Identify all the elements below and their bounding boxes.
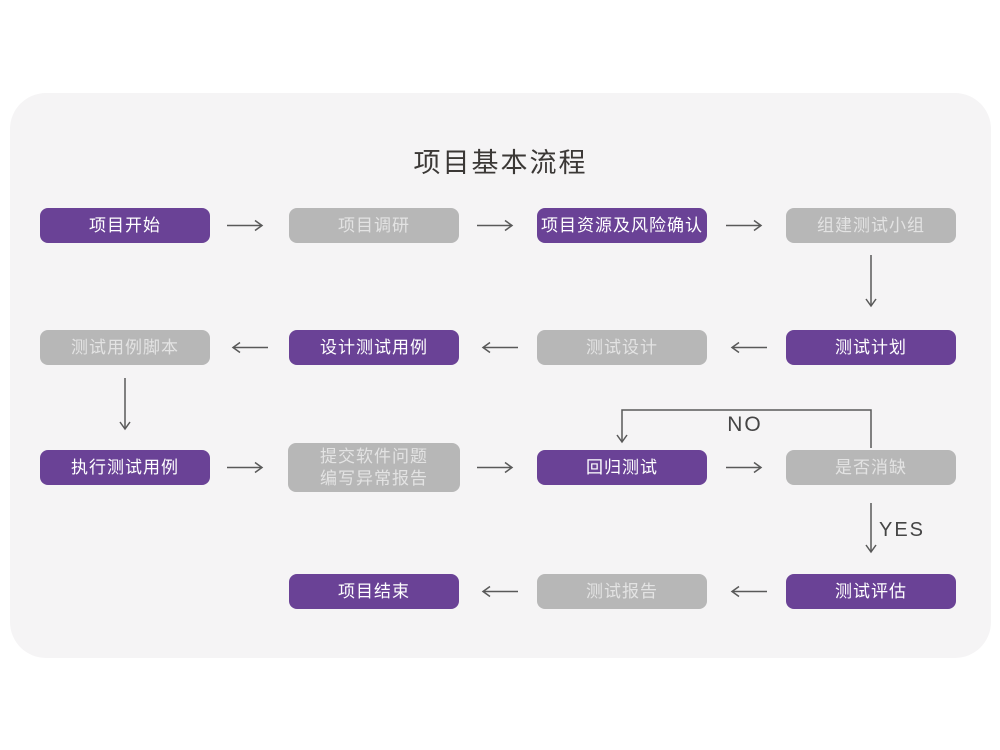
node-label: 项目开始 [89,215,161,235]
node-label: 测试报告 [586,581,658,601]
flow-node-submit-issue-report: 提交软件问题 编写异常报告 [288,443,460,492]
flow-node-resources-risk: 项目资源及风险确认 [537,208,707,243]
flow-node-project-end: 项目结束 [289,574,459,609]
node-label: 测试用例脚本 [71,337,179,357]
node-label: 设计测试用例 [320,337,428,357]
flowchart-card [10,93,991,658]
flow-node-project-research: 项目调研 [289,208,459,243]
flow-node-design-test-cases: 设计测试用例 [289,330,459,365]
flow-node-regression-test: 回归测试 [537,450,707,485]
node-label: 回归测试 [586,457,658,477]
node-label: 项目结束 [338,581,410,601]
node-label: 项目调研 [338,215,410,235]
node-label: 执行测试用例 [71,457,179,477]
flow-node-test-evaluation: 测试评估 [786,574,956,609]
node-label: 测试评估 [835,581,907,601]
flow-node-project-start: 项目开始 [40,208,210,243]
node-label: 组建测试小组 [817,215,925,235]
edge-label-no: NO [727,413,763,436]
node-label: 是否消缺 [835,457,907,477]
flow-node-test-design: 测试设计 [537,330,707,365]
flow-node-test-plan: 测试计划 [786,330,956,365]
flow-node-test-case-script: 测试用例脚本 [40,330,210,365]
node-label-line1: 提交软件问题 [320,446,428,466]
node-label: 测试设计 [586,337,658,357]
flow-node-run-test-cases: 执行测试用例 [40,450,210,485]
flow-node-build-test-team: 组建测试小组 [786,208,956,243]
flow-node-test-report: 测试报告 [537,574,707,609]
flow-node-defect-cleared: 是否消缺 [786,450,956,485]
node-label: 项目资源及风险确认 [541,215,703,235]
edge-label-yes: YES [879,519,926,541]
page-title: 项目基本流程 [413,148,588,178]
node-label-line2: 编写异常报告 [320,468,428,488]
node-label: 测试计划 [835,337,907,357]
